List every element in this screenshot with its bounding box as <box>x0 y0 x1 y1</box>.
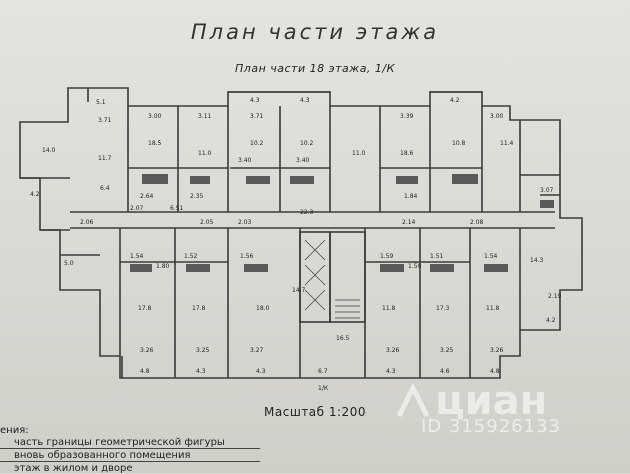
dim-label: 3.26 <box>386 347 400 354</box>
small-label: 2.35 <box>190 193 204 200</box>
watermark-id: ID 315926133 <box>421 416 561 437</box>
room-area: 14.0 <box>42 147 56 154</box>
room-area: 11.8 <box>382 305 396 312</box>
small-label: 3.07 <box>540 187 554 194</box>
small-label: 1.52 <box>184 253 198 260</box>
small-label: 1.54 <box>484 253 498 260</box>
corridor-label: 2.03 <box>238 219 252 226</box>
room-area: 10.2 <box>300 140 314 147</box>
room-area: 11.4 <box>500 140 514 147</box>
room-area: 14.3 <box>530 257 544 264</box>
small-label: 1.59 <box>380 253 394 260</box>
room-area: 11.0 <box>352 150 366 157</box>
room-area: 11.7 <box>98 155 112 162</box>
room-area: 11.0 <box>198 150 212 157</box>
corridor-label: 2.06 <box>80 219 94 226</box>
room-area: 10.8 <box>452 140 466 147</box>
scale-label: Масштаб 1:200 <box>264 405 366 419</box>
side-label: 5.0 <box>64 260 74 267</box>
balcony-label: 4.3 <box>386 368 396 375</box>
small-label: 3.40 <box>296 157 310 164</box>
dim-label: 3.71 <box>250 113 264 120</box>
top-label: 5.1 <box>96 99 106 106</box>
core-label: 16.5 <box>336 335 350 342</box>
balcony-label: 4.8 <box>140 368 150 375</box>
legend-line-1: часть границы геометрической фигуры <box>14 437 225 448</box>
balcony-label: 6.7 <box>318 368 328 375</box>
legend-line-3: этаж в жилом и дворе <box>14 463 133 474</box>
small-label: 1.56 <box>240 253 254 260</box>
side-label: 4.2 <box>546 317 556 324</box>
balcony-label: 4.6 <box>440 368 450 375</box>
page-title: План части этажа <box>190 20 440 44</box>
small-label: 1.50 <box>408 263 422 270</box>
top-label: 4.3 <box>250 97 260 104</box>
corridor-label: 6.51 <box>170 205 184 212</box>
corridor-label: 2.05 <box>200 219 214 226</box>
room-area: 17.8 <box>192 305 206 312</box>
room-area: 17.8 <box>138 305 152 312</box>
small-label: 1.54 <box>130 253 144 260</box>
dim-label: 3.26 <box>490 347 504 354</box>
small-label: 4.2 <box>30 191 40 198</box>
watermark-logo-icon <box>396 382 430 418</box>
legend-line-2: вновь образованного помещения <box>14 450 191 461</box>
side-label: 2.19 <box>548 293 562 300</box>
dim-label: 3.71 <box>98 117 112 124</box>
dim-label: 3.39 <box>400 113 414 120</box>
corridor-label: 2.07 <box>130 205 144 212</box>
balcony-label: 4.3 <box>196 368 206 375</box>
small-label: 3.40 <box>238 157 252 164</box>
watermark: циан ID 315926133 <box>395 378 625 448</box>
dim-label: 3.00 <box>490 113 504 120</box>
dim-label: 3.00 <box>148 113 162 120</box>
plan-subtitle: План части 18 этажа, 1/К <box>235 62 395 75</box>
legend-rule <box>0 448 260 449</box>
axis-label: 1/К <box>318 385 329 392</box>
small-label: 2.64 <box>140 193 154 200</box>
dim-label: 3.26 <box>140 347 154 354</box>
watermark-brand: циан <box>435 378 548 424</box>
dim-label: 3.25 <box>196 347 210 354</box>
room-area: 14.7 <box>292 287 306 294</box>
room-area: 11.8 <box>486 305 500 312</box>
legend-heading: ения: <box>0 425 29 436</box>
room-area: 10.2 <box>250 140 264 147</box>
corridor-label: 2.08 <box>470 219 484 226</box>
dim-label: 3.11 <box>198 113 212 120</box>
top-label: 4.2 <box>450 97 460 104</box>
balcony-label: 4.3 <box>256 368 266 375</box>
top-label: 4.3 <box>300 97 310 104</box>
small-label: 1.80 <box>156 263 170 270</box>
dim-label: 3.25 <box>440 347 454 354</box>
corridor-label: 2.14 <box>402 219 416 226</box>
dim-label: 3.27 <box>250 347 264 354</box>
room-area: 18.5 <box>148 140 162 147</box>
room-area: 17.3 <box>436 305 450 312</box>
corridor-label: 22.3 <box>300 209 314 216</box>
small-label: 1.51 <box>430 253 444 260</box>
room-area: 18.6 <box>400 150 414 157</box>
room-area: 18.0 <box>256 305 270 312</box>
legend-rule <box>0 461 260 462</box>
small-label: 6.4 <box>100 185 110 192</box>
balcony-label: 4.8 <box>490 368 500 375</box>
small-label: 1.84 <box>404 193 418 200</box>
